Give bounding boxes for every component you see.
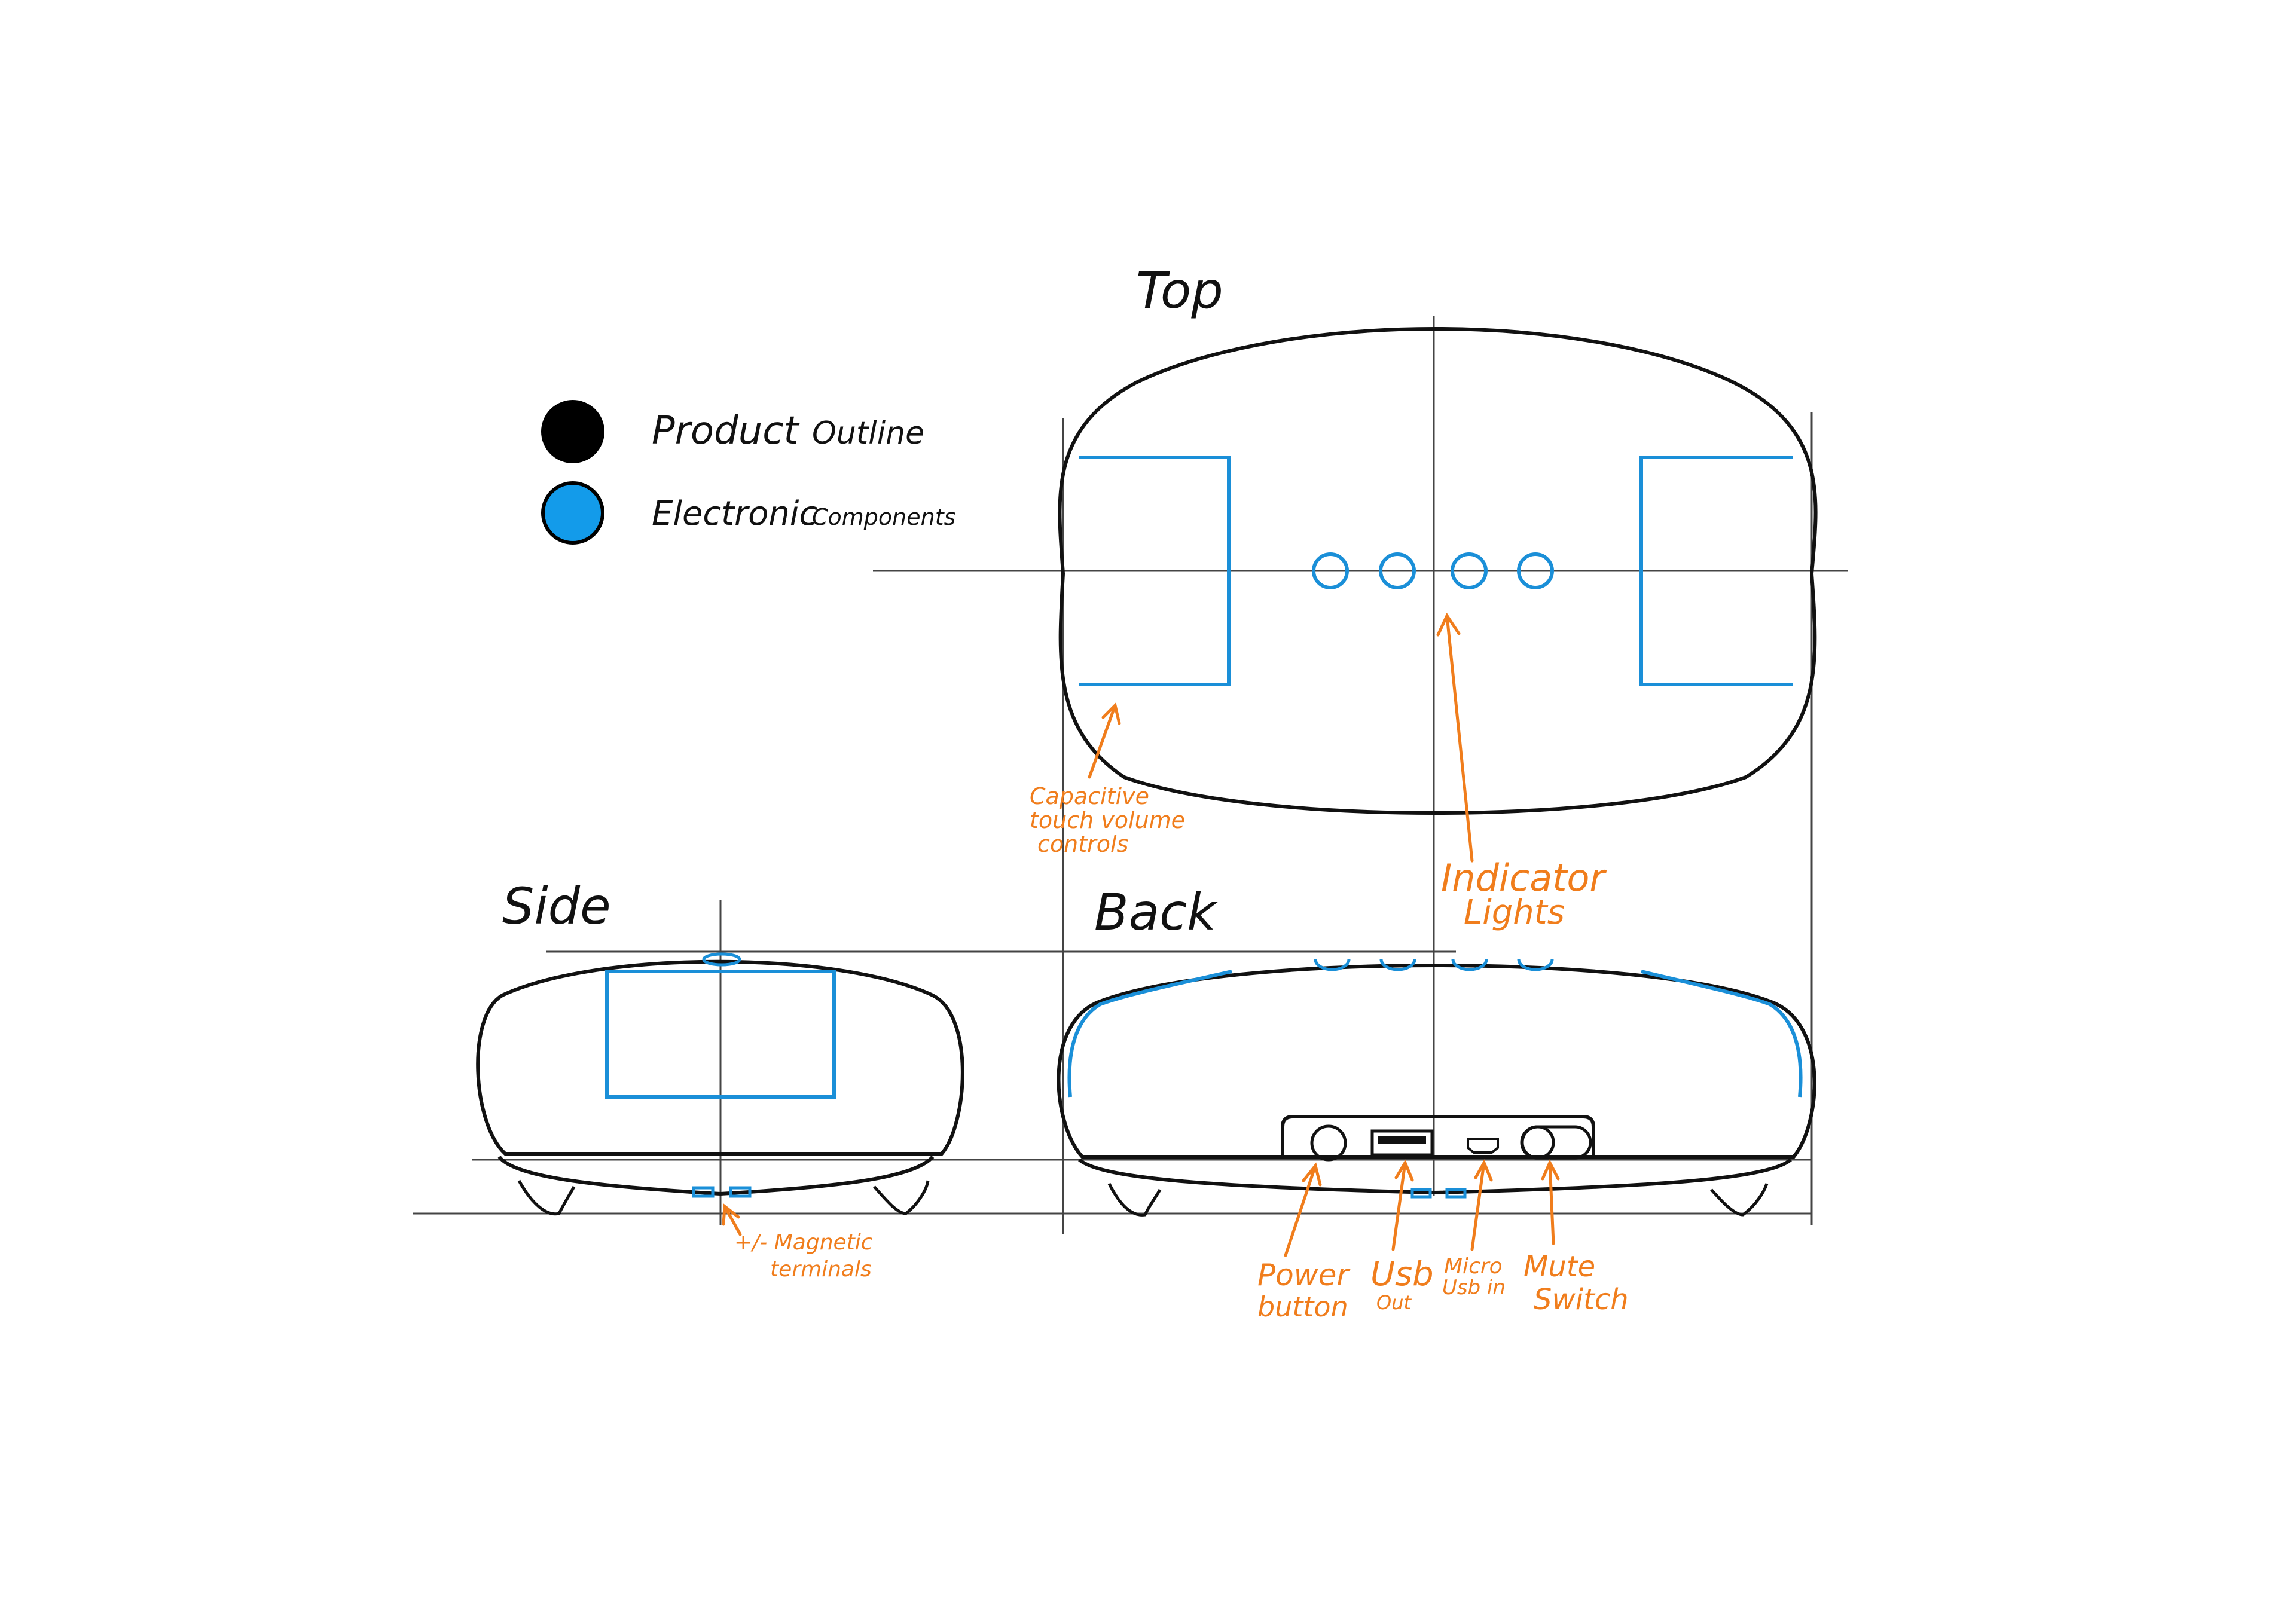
left-capacitive-touch-pad — [1079, 456, 1231, 686]
label-micro-usb-1: Micro — [1444, 1254, 1503, 1279]
back-indicator-light-3 — [1451, 959, 1488, 971]
side-view-base — [497, 1155, 935, 1196]
view-title-side: Side — [502, 877, 611, 936]
mute-switch — [1520, 1125, 1592, 1160]
magnetic-terminal-plus — [729, 1186, 752, 1198]
back-foot-left — [1107, 1182, 1162, 1217]
magnetic-terminal-minus — [692, 1186, 715, 1198]
top-view — [1058, 327, 1818, 815]
label-mute-2: Switch — [1534, 1283, 1629, 1316]
back-magnetic-terminal-2 — [1445, 1188, 1467, 1199]
label-mute-1: Mute — [1523, 1250, 1595, 1283]
arrow-capacitive — [1088, 702, 1121, 779]
side-view-outline — [476, 959, 964, 1156]
label-power-2: button — [1257, 1291, 1348, 1323]
indicator-light-3 — [1451, 552, 1488, 589]
back-touch-strip-right — [1641, 970, 1803, 1098]
side-foot-left — [517, 1179, 576, 1216]
side-speaker-component — [605, 970, 836, 1099]
annotation-labels: Capacitive touch volume controls Indicat… — [734, 783, 1629, 1323]
label-indicator-2: Lights — [1464, 893, 1565, 932]
legend-label-product: Product — [652, 409, 800, 453]
legend-label-electronic: Electronic — [652, 494, 817, 533]
power-button — [1310, 1124, 1347, 1162]
view-title-top: Top — [1136, 261, 1223, 320]
view-title-back: Back — [1094, 883, 1218, 942]
label-micro-usb-2: Usb in — [1442, 1276, 1506, 1300]
label-capacitive-3: controls — [1037, 831, 1128, 857]
legend: Product Outline Electronic Components — [541, 400, 955, 545]
label-usb-out-2: Out — [1376, 1291, 1412, 1314]
label-capacitive-2: touch volume — [1030, 807, 1185, 833]
top-view-outline — [1058, 327, 1818, 815]
side-view — [476, 952, 964, 1216]
label-power-1: Power — [1257, 1258, 1351, 1292]
back-indicator-light-4 — [1517, 959, 1554, 971]
annotations — [722, 612, 1560, 1257]
back-indicator-light-1 — [1314, 959, 1351, 971]
back-touch-strip-left — [1067, 970, 1232, 1098]
indicator-light-1 — [1312, 552, 1349, 589]
indicator-light-4 — [1517, 552, 1554, 589]
arrow-indicator — [1436, 612, 1474, 863]
label-magnetic-2: terminals — [770, 1257, 872, 1282]
arrow-magnetic — [722, 1203, 742, 1236]
mute-switch-knob — [1521, 1125, 1555, 1160]
legend-swatch-product-outline — [541, 400, 604, 463]
back-view-base — [1078, 1158, 1792, 1195]
usb-out-port-tongue — [1378, 1136, 1426, 1144]
label-indicator-1: Indicator — [1441, 856, 1607, 900]
arrow-micro-usb — [1470, 1159, 1493, 1251]
arrow-mute — [1541, 1159, 1560, 1245]
side-top-indicator — [702, 952, 741, 967]
micro-usb-port — [1467, 1138, 1499, 1154]
back-foot-right — [1710, 1183, 1769, 1217]
label-usb-out-1: Usb — [1370, 1255, 1434, 1294]
right-capacitive-touch-pad — [1639, 456, 1793, 686]
legend-label-components: Components — [812, 504, 955, 530]
indicator-light-2 — [1379, 552, 1416, 589]
port-panel — [1281, 1115, 1595, 1157]
arrow-usb-out — [1391, 1159, 1414, 1251]
side-foot-right — [873, 1180, 930, 1215]
back-view — [1057, 959, 1816, 1217]
legend-label-outline: Outline — [812, 415, 924, 451]
back-indicator-light-2 — [1379, 959, 1416, 971]
back-magnetic-terminal-1 — [1410, 1188, 1432, 1199]
back-view-outline — [1057, 964, 1816, 1159]
arrow-power — [1284, 1162, 1322, 1257]
label-magnetic-1: +/- Magnetic — [734, 1230, 873, 1255]
label-capacitive-1: Capacitive — [1030, 783, 1149, 809]
legend-swatch-electronic-components — [541, 481, 604, 545]
usb-out-port — [1370, 1129, 1434, 1157]
